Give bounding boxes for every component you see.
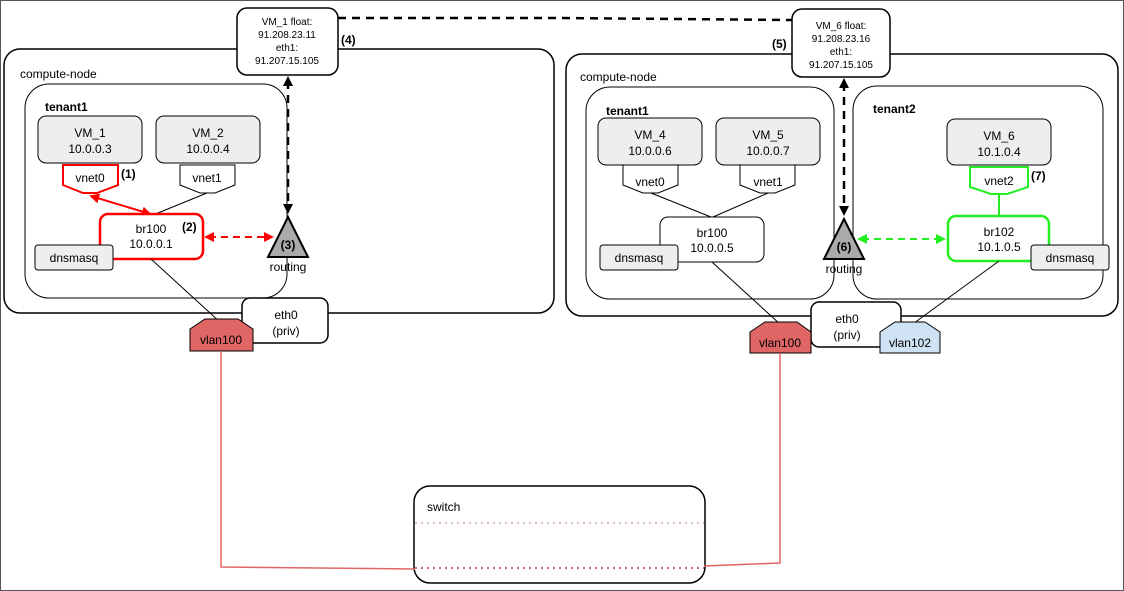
- vm1-float-line4: 91.207.15.105: [255, 56, 319, 67]
- vnet0-br100-right-link: [650, 192, 712, 218]
- vnet2-right[interactable]: [969, 166, 1029, 195]
- br102-name: br102: [984, 225, 1015, 239]
- vm6-float-line3: eth1:: [830, 47, 852, 58]
- br100-left-name: br100: [136, 222, 167, 236]
- vm4-ip: 10.0.0.6: [628, 144, 672, 158]
- eth0-right-line2: (priv): [833, 328, 860, 342]
- vnet1-left[interactable]: [179, 164, 236, 194]
- eth0-left-line2: (priv): [272, 324, 299, 338]
- br102-vlan102-link: [909, 260, 1000, 327]
- vm5-name: VM_5: [752, 128, 784, 142]
- vm6-box[interactable]: [946, 118, 1052, 166]
- step7-label: (7): [1031, 169, 1046, 183]
- vlan100-left[interactable]: [189, 318, 254, 352]
- vm2-ip: 10.0.0.4: [186, 142, 230, 156]
- br100-vlan100-right-link: [711, 261, 782, 326]
- switch-box[interactable]: [413, 485, 706, 584]
- float-to-float-link: [338, 16, 793, 22]
- vlan102-right-label: vlan102: [889, 336, 931, 350]
- vm6-name: VM_6: [983, 129, 1015, 143]
- vm2-box[interactable]: [155, 115, 261, 164]
- vnet1-right[interactable]: [739, 164, 796, 194]
- vm2-name: VM_2: [192, 126, 224, 140]
- vnet1-right-label: vnet1: [753, 175, 783, 189]
- tenant1-left-label: tenant1: [45, 100, 88, 114]
- switch-label: switch: [427, 500, 460, 514]
- step3-label: (3): [281, 238, 296, 252]
- step6-label: (6): [837, 240, 852, 254]
- step2-label: (2): [182, 220, 197, 234]
- eth0-right-line1: eth0: [835, 312, 859, 326]
- routing-left-triangle[interactable]: [266, 214, 310, 258]
- dnsmasq-right-t2[interactable]: [1030, 244, 1110, 271]
- br100-left-ip: 10.0.0.1: [129, 237, 173, 251]
- compute-node-right-label: compute-node: [580, 70, 657, 84]
- tenant1-right-label: tenant1: [606, 104, 649, 118]
- br102-ip: 10.1.0.5: [977, 240, 1021, 254]
- eth0-left-line1: eth0: [274, 308, 298, 322]
- dnsmasq-right-t2-label: dnsmasq: [1046, 251, 1095, 265]
- trunk-right: [703, 353, 781, 567]
- routing-right-label: routing: [826, 262, 863, 276]
- bridge-vlan-link-left: [150, 258, 222, 324]
- vm5-ip: 10.0.0.7: [746, 144, 790, 158]
- vm4-name: VM_4: [634, 128, 666, 142]
- vm6-float-line4: 91.207.15.105: [809, 60, 873, 71]
- br100-right-name: br100: [697, 226, 728, 240]
- vm1-float-line3: eth1:: [276, 43, 298, 54]
- vm6-float-line2: 91.208.23.16: [812, 34, 871, 45]
- routing-left-label: routing: [270, 260, 307, 274]
- vlan100-right-label: vlan100: [759, 336, 801, 350]
- vnet1-bridge-link: [152, 192, 208, 216]
- vm1-name: VM_1: [74, 126, 106, 140]
- vm6-float-line1: VM_6 float:: [816, 21, 867, 32]
- vlan102-right[interactable]: [879, 321, 941, 354]
- tenant2-right-label: tenant2: [873, 102, 916, 116]
- vm1-float-line2: 91.208.23.11: [258, 30, 316, 41]
- vnet1-br100-right-link: [712, 192, 769, 218]
- dnsmasq-left-label: dnsmasq: [50, 251, 99, 265]
- step5-label: (5): [772, 37, 787, 51]
- vnet0-bridge-link: [89, 193, 152, 217]
- vm1-ip: 10.0.0.3: [68, 142, 112, 156]
- vlan100-left-label: vlan100: [200, 333, 242, 347]
- vnet0-left[interactable]: [62, 164, 119, 194]
- vm6-ip: 10.1.0.4: [977, 145, 1021, 159]
- vnet0-left-label: vnet0: [75, 171, 105, 185]
- compute-node-left-label: compute-node: [20, 67, 97, 81]
- vnet0-right[interactable]: [622, 164, 679, 194]
- vm6-float-box[interactable]: [791, 8, 891, 78]
- dnsmasq-right-t1-label: dnsmasq: [615, 251, 664, 265]
- routing-right-triangle[interactable]: [822, 216, 866, 260]
- vm1-float-line1: VM_1 float:: [262, 17, 313, 28]
- vm1-box[interactable]: [37, 115, 143, 164]
- vnet2-right-label: vnet2: [984, 174, 1014, 188]
- dnsmasq-right-t1[interactable]: [599, 244, 679, 271]
- br100-right-ip: 10.0.0.5: [690, 241, 734, 255]
- vnet1-left-label: vnet1: [192, 171, 222, 185]
- eth0-left[interactable]: [241, 297, 329, 344]
- vm1-float-box[interactable]: [236, 7, 339, 76]
- vnet0-right-label: vnet0: [635, 175, 665, 189]
- dnsmasq-left[interactable]: [34, 244, 114, 271]
- step1-label: (1): [121, 167, 136, 181]
- vlan100-right[interactable]: [749, 321, 812, 354]
- trunk-left: [220, 351, 416, 570]
- step4-label: (4): [341, 33, 356, 47]
